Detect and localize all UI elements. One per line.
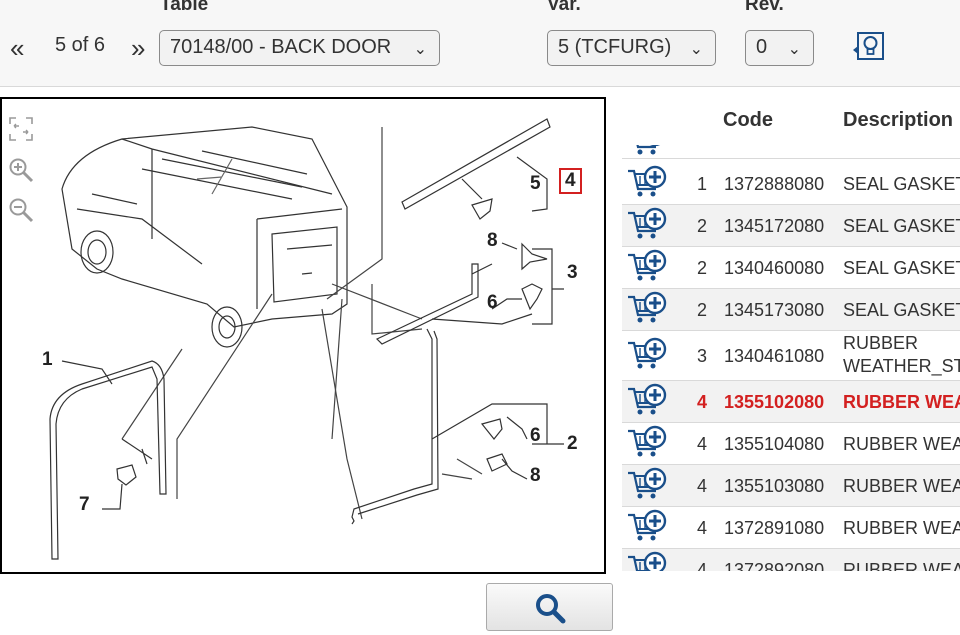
code-cell: 1340461080 [724, 346, 825, 366]
next-page-button[interactable]: » [131, 33, 146, 63]
add-to-cart-icon[interactable] [626, 425, 668, 459]
table-row[interactable]: 1 1372888080 SEAL GASKET [622, 163, 960, 205]
zoom-in-icon[interactable] [7, 156, 35, 184]
description-cell: SEAL GASKET [843, 300, 960, 320]
exploded-view-drawing [49, 118, 564, 560]
column-header-code[interactable]: Code [723, 109, 773, 131]
fit-to-screen-icon[interactable] [7, 115, 35, 143]
callout-5[interactable]: 5 [530, 173, 541, 194]
callout-8[interactable]: 8 [530, 465, 541, 486]
add-to-cart-icon[interactable] [626, 383, 668, 417]
description-cell: SEAL GASKET [843, 174, 960, 194]
description-cell: RUBBER WEAT [843, 392, 960, 412]
description-cell: RUBBER WEAT [843, 560, 960, 571]
position-cell: 4 [697, 392, 708, 412]
code-cell: 1345173080 [724, 300, 825, 320]
add-to-cart-icon[interactable] [626, 145, 668, 157]
position-cell: 2 [697, 300, 708, 320]
callout-1[interactable]: 1 [42, 349, 53, 370]
column-header-description[interactable]: Description [843, 109, 954, 131]
position-cell: 2 [697, 258, 708, 278]
table-row[interactable]: 4 1355103080 RUBBER WEAT [622, 465, 960, 507]
callout-3[interactable]: 3 [567, 262, 578, 283]
page-indicator: 5 of 6 [55, 34, 106, 56]
add-to-cart-icon[interactable] [626, 509, 668, 543]
rev-select-value: 0 [756, 36, 768, 58]
description-cell-line2: WEATHER_STR [843, 356, 960, 376]
description-cell: RUBBER [843, 333, 919, 353]
chevron-down-icon: ⌄ [689, 41, 703, 58]
description-cell: SEAL GASKET [843, 258, 960, 278]
table-row[interactable]: 2 1345172080 SEAL GASKET [622, 205, 960, 247]
description-cell: RUBBER WEAT [843, 518, 960, 538]
table-header: Code Description [622, 97, 960, 145]
callout-6[interactable]: 6 [487, 292, 498, 313]
add-to-cart-icon[interactable] [626, 291, 668, 325]
add-to-cart-icon[interactable] [626, 207, 668, 241]
position-cell: 4 [697, 518, 708, 538]
search-button[interactable] [486, 583, 613, 631]
search-icon [536, 594, 566, 624]
parts-diagram: 1 2 3 4 5 6 6 7 8 8 [0, 97, 606, 574]
callout-4-highlighted[interactable]: 4 [559, 168, 582, 194]
callout-2[interactable]: 2 [567, 433, 578, 454]
code-cell: 1340460080 [724, 258, 825, 278]
position-cell: 1 [697, 174, 708, 194]
callout-6[interactable]: 6 [530, 425, 541, 446]
code-cell: 1355104080 [724, 434, 825, 454]
chevron-down-icon: ⌄ [787, 41, 801, 58]
position-cell: 4 [697, 434, 708, 454]
chevron-down-icon: ⌄ [413, 41, 427, 58]
help-bulb-icon[interactable] [852, 30, 886, 62]
add-to-cart-icon[interactable] [626, 165, 668, 199]
rev-select[interactable]: 0 ⌄ [745, 30, 814, 66]
add-to-cart-icon[interactable] [626, 551, 668, 571]
table-row[interactable]: 3 1340461080 RUBBER WEATHER_STR [622, 331, 960, 381]
table-row-selected[interactable]: 4 1355102080 RUBBER WEAT [622, 381, 960, 423]
prev-page-button[interactable]: « [10, 33, 25, 63]
add-to-cart-icon[interactable] [626, 467, 668, 501]
table-row[interactable]: 2 1340460080 SEAL GASKET [622, 247, 960, 289]
code-cell: 1372891080 [724, 518, 825, 538]
table-select-value: 70148/00 - BACK DOOR [170, 36, 392, 58]
code-cell: 1355103080 [724, 476, 825, 496]
callout-8[interactable]: 8 [487, 230, 498, 251]
table-row[interactable]: 2 1345173080 SEAL GASKET [622, 289, 960, 331]
description-cell: RUBBER WEAT [843, 434, 960, 454]
rev-label: Rev. [745, 0, 784, 15]
position-cell: 4 [697, 560, 708, 571]
table-select[interactable]: 70148/00 - BACK DOOR ⌄ [159, 30, 440, 66]
description-cell: RUBBER WEAT [843, 476, 960, 496]
callout-7[interactable]: 7 [79, 494, 90, 515]
var-label: Var. [547, 0, 581, 15]
table-label: Table [160, 0, 209, 15]
add-to-cart-icon[interactable] [626, 337, 668, 371]
table-row[interactable]: 4 1372891080 RUBBER WEAT [622, 507, 960, 549]
code-cell: 1372888080 [724, 174, 825, 194]
position-cell: 2 [697, 216, 708, 236]
table-row[interactable]: 4 1355104080 RUBBER WEAT [622, 423, 960, 465]
code-cell: 1355102080 [724, 392, 825, 412]
table-row[interactable]: 4 1372892080 RUBBER WEAT [622, 549, 960, 571]
var-select-value: 5 (TCFURG) [558, 36, 672, 58]
zoom-out-icon[interactable] [7, 196, 35, 224]
description-cell: SEAL GASKET [843, 216, 960, 236]
toolbar: Table Var. Rev. « 5 of 6 » 70148/00 - BA… [0, 0, 960, 87]
code-cell: 1345172080 [724, 216, 825, 236]
position-cell: 3 [697, 346, 708, 366]
code-cell: 1372892080 [724, 560, 825, 571]
var-select[interactable]: 5 (TCFURG) ⌄ [547, 30, 716, 66]
table-row-partial [622, 145, 960, 159]
add-to-cart-icon[interactable] [626, 249, 668, 283]
position-cell: 4 [697, 476, 708, 496]
